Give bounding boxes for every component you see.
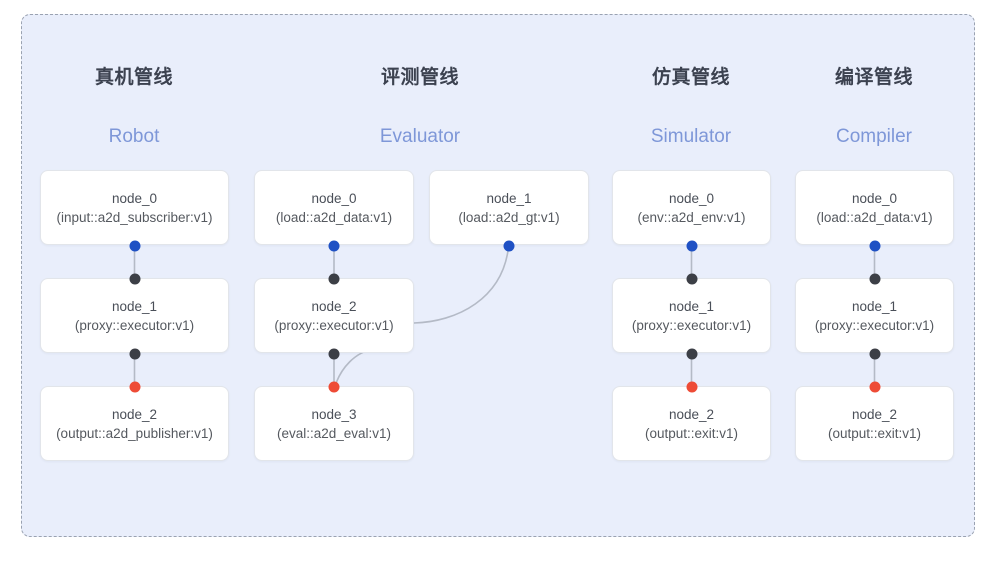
- node-compiler-node_1[interactable]: node_1(proxy::executor:v1): [795, 273, 954, 360]
- node-type-label: (eval::a2d_eval:v1): [276, 425, 392, 441]
- node-robot-node_1[interactable]: node_1(proxy::executor:v1): [40, 273, 229, 360]
- column-title-robot: 真机管线: [94, 67, 174, 88]
- node-robot-node_0[interactable]: node_0(input::a2d_subscriber:v1): [40, 170, 229, 252]
- node-simulator-node_1[interactable]: node_1(proxy::executor:v1): [612, 273, 771, 360]
- node-type-label: (env::a2d_env:v1): [637, 209, 746, 225]
- node-evaluator-node_0[interactable]: node_0(load::a2d_data:v1): [254, 170, 414, 252]
- node-type-label: (proxy::executor:v1): [631, 317, 752, 333]
- node-type-label: (proxy::executor:v1): [274, 317, 394, 333]
- node-evaluator-node_2[interactable]: node_2(proxy::executor:v1): [254, 273, 414, 360]
- node-type-label: (output::exit:v1): [827, 425, 922, 441]
- node-port-bottom[interactable]: [686, 348, 697, 360]
- node-name-label: node_1: [851, 298, 898, 314]
- node-robot-node_2[interactable]: node_2(output::a2d_publisher:v1): [40, 381, 229, 461]
- column-subtitle-compiler: Compiler: [835, 126, 913, 147]
- node-port-bottom[interactable]: [328, 240, 340, 252]
- node-evaluator-node_1[interactable]: node_1(load::a2d_gt:v1): [429, 170, 589, 252]
- node-type-label: (output::exit:v1): [644, 425, 739, 441]
- node-port-bottom[interactable]: [869, 240, 880, 252]
- column-title-compiler: 编译管线: [834, 67, 914, 88]
- node-name-label: node_1: [111, 298, 158, 314]
- node-port-top[interactable]: [869, 381, 880, 393]
- node-evaluator-node_3[interactable]: node_3(eval::a2d_eval:v1): [254, 381, 414, 461]
- node-type-label: (load::a2d_data:v1): [816, 209, 933, 225]
- node-name-label: node_0: [311, 190, 357, 206]
- node-port-top[interactable]: [686, 381, 697, 393]
- node-port-top[interactable]: [328, 273, 340, 285]
- node-port-bottom[interactable]: [129, 348, 140, 360]
- node-port-top[interactable]: [686, 273, 697, 285]
- node-port-bottom[interactable]: [503, 240, 515, 252]
- node-type-label: (proxy::executor:v1): [74, 317, 195, 333]
- node-name-label: node_1: [668, 298, 715, 314]
- node-port-top[interactable]: [129, 381, 140, 393]
- node-name-label: node_0: [111, 190, 158, 206]
- node-compiler-node_2[interactable]: node_2(output::exit:v1): [795, 381, 954, 461]
- node-name-label: node_2: [668, 406, 715, 422]
- node-port-top[interactable]: [869, 273, 880, 285]
- node-simulator-node_2[interactable]: node_2(output::exit:v1): [612, 381, 771, 461]
- node-compiler-node_0[interactable]: node_0(load::a2d_data:v1): [795, 170, 954, 252]
- node-name-label: node_2: [111, 406, 158, 422]
- node-type-label: (input::a2d_subscriber:v1): [56, 209, 213, 225]
- node-type-label: (load::a2d_gt:v1): [458, 209, 560, 225]
- node-name-label: node_0: [668, 190, 715, 206]
- column-subtitle-simulator: Simulator: [650, 126, 732, 147]
- node-type-label: (output::a2d_publisher:v1): [56, 425, 213, 441]
- node-port-bottom[interactable]: [328, 348, 340, 360]
- node-name-label: node_2: [851, 406, 898, 422]
- node-name-label: node_2: [311, 298, 357, 314]
- column-subtitle-evaluator: Evaluator: [379, 126, 461, 147]
- node-type-label: (load::a2d_data:v1): [275, 209, 393, 225]
- node-port-bottom[interactable]: [129, 240, 140, 252]
- node-simulator-node_0[interactable]: node_0(env::a2d_env:v1): [612, 170, 771, 252]
- column-subtitle-robot: Robot: [108, 126, 160, 147]
- node-port-bottom[interactable]: [869, 348, 880, 360]
- column-title-evaluator: 评测管线: [380, 67, 460, 88]
- column-title-simulator: 仿真管线: [651, 67, 731, 88]
- node-port-top[interactable]: [129, 273, 140, 285]
- node-port-top[interactable]: [328, 381, 340, 393]
- node-type-label: (proxy::executor:v1): [814, 317, 935, 333]
- node-name-label: node_3: [311, 406, 357, 422]
- node-port-bottom[interactable]: [686, 240, 697, 252]
- node-name-label: node_0: [851, 190, 898, 206]
- node-name-label: node_1: [486, 190, 532, 206]
